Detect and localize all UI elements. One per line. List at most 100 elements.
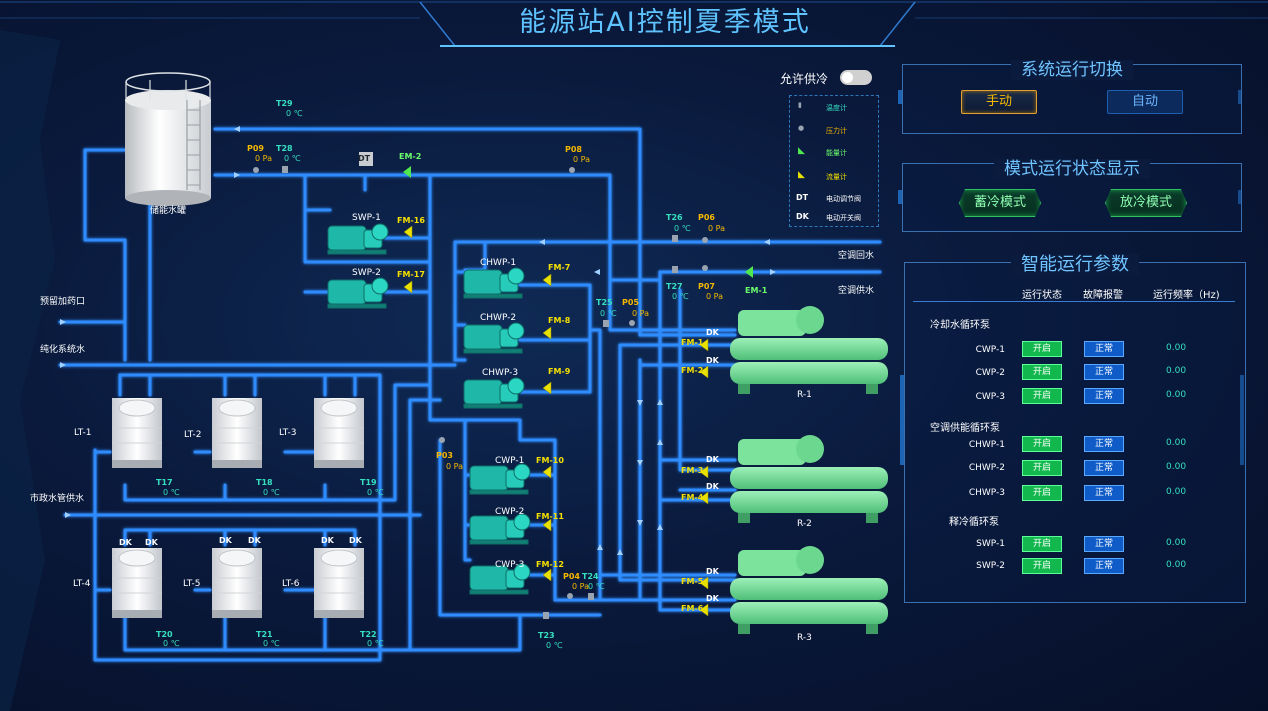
freq-value: 0.00 <box>1166 438 1187 448</box>
meter-FM-4: FM-4 <box>681 493 704 502</box>
meter-FM-9: FM-9 <box>548 367 571 376</box>
sensor-T25-value: 0 ℃ <box>600 309 617 318</box>
flow-meter-icon: ◣ <box>798 170 805 180</box>
tower-LT-1[interactable]: LT-1 <box>74 428 92 438</box>
header-divider <box>913 301 1235 302</box>
pump-SWP-2[interactable]: SWP-2 <box>352 268 381 278</box>
fault-badge: 正常 <box>1084 558 1124 574</box>
meter-FM-7: FM-7 <box>548 263 571 272</box>
sensor-T21-value: 0 ℃ <box>263 639 280 648</box>
sensor-P06-value: 0 Pa <box>708 224 725 233</box>
legend-pressure: 压力计 <box>826 127 847 135</box>
legend-flow: 流量计 <box>826 173 847 181</box>
legend-dk: 电动开关阀 <box>826 214 861 222</box>
freq-value: 0.00 <box>1166 366 1187 376</box>
tower-LT-6[interactable]: LT-6 <box>282 579 300 589</box>
storage-tank <box>125 72 211 206</box>
meter-FM-6: FM-6 <box>681 604 704 613</box>
row-name: CWP-3 <box>975 392 1005 402</box>
fault-badge: 正常 <box>1084 460 1124 476</box>
sensor-P09: P09 <box>247 144 264 153</box>
sensor-P05: P05 <box>622 298 639 307</box>
sensor-T17-value: 0 ℃ <box>163 488 180 497</box>
pump-CHWP-3[interactable]: CHWP-3 <box>482 368 519 378</box>
sensor-T24: T24 <box>582 572 599 581</box>
dk-valve: DK <box>706 328 719 337</box>
pump-SWP-1[interactable]: SWP-1 <box>352 213 381 223</box>
manual-button[interactable]: 手动 <box>961 90 1037 114</box>
pump-CWP-2[interactable]: CWP-2 <box>495 507 525 517</box>
dk-valve: DK <box>706 594 719 603</box>
sensor-P06: P06 <box>698 213 715 222</box>
sensor-P08: P08 <box>565 145 582 154</box>
meter-FM-8: FM-8 <box>548 316 571 325</box>
ac-supply-label: 空调供水 <box>838 286 875 296</box>
row-name: CWP-2 <box>975 368 1005 378</box>
pump-CWP-3[interactable]: CWP-3 <box>495 560 525 570</box>
tower-LT-3[interactable]: LT-3 <box>279 428 297 438</box>
tower-LT-5[interactable]: LT-5 <box>183 579 201 589</box>
sensor-T20: T20 <box>156 630 173 639</box>
row-name: CWP-1 <box>975 345 1005 355</box>
pump-CHWP-2[interactable]: CHWP-2 <box>480 313 517 323</box>
header-freq: 运行频率（Hz) <box>1153 290 1220 301</box>
pump-CHWP-1[interactable]: CHWP-1 <box>480 258 517 268</box>
energy-meter-icon: ◣ <box>798 146 805 156</box>
chiller-R-1[interactable]: R-1 <box>797 390 812 400</box>
sensor-T29-value: 0 ℃ <box>286 109 303 118</box>
sensor-T28-value: 0 ℃ <box>284 154 301 163</box>
freq-value: 0.00 <box>1166 560 1187 570</box>
fault-badge: 正常 <box>1084 341 1124 357</box>
sensor-T18-value: 0 ℃ <box>263 488 280 497</box>
chiller-R-3[interactable]: R-3 <box>797 633 812 643</box>
chiller-R-2[interactable]: R-2 <box>797 519 812 529</box>
allow-cooling-label: 允许供冷 <box>780 72 829 86</box>
tower-LT-2[interactable]: LT-2 <box>184 430 202 440</box>
dk-valve: DK <box>248 536 261 545</box>
sensor-P07: P07 <box>698 282 715 291</box>
sensor-T29: T29 <box>276 99 293 108</box>
pump-CWP-1[interactable]: CWP-1 <box>495 456 525 466</box>
sensor-T25: T25 <box>596 298 613 307</box>
dk-valve: DK <box>706 482 719 491</box>
auto-button[interactable]: 自动 <box>1107 90 1183 114</box>
meter-FM-1: FM-1 <box>681 338 704 347</box>
sensor-P09-value: 0 Pa <box>255 154 272 163</box>
status-badge: 开启 <box>1022 341 1062 357</box>
store-mode-button[interactable]: 蓄冷模式 <box>959 189 1041 217</box>
release-mode-button[interactable]: 放冷模式 <box>1105 189 1187 217</box>
row-name: CHWP-3 <box>968 488 1005 498</box>
meter-FM-10: FM-10 <box>536 456 564 465</box>
sensor-P04: P04 <box>563 572 580 581</box>
allow-cooling-toggle[interactable] <box>840 70 872 85</box>
sensor-T23-value: 0 ℃ <box>546 641 563 650</box>
status-badge: 开启 <box>1022 460 1062 476</box>
meter-FM-12: FM-12 <box>536 560 564 569</box>
sensor-P07-value: 0 Pa <box>706 292 723 301</box>
status-badge: 开启 <box>1022 558 1062 574</box>
sensor-T26-value: 0 ℃ <box>674 224 691 233</box>
sensor-P05-value: 0 Pa <box>632 309 649 318</box>
dk-valve: DK <box>706 356 719 365</box>
legend-dt-key: DT <box>796 193 809 202</box>
dk-valve: DK <box>706 567 719 576</box>
freq-value: 0.00 <box>1166 538 1187 548</box>
header-fault: 故障报警 <box>1083 290 1123 301</box>
sensor-T18: T18 <box>256 478 273 487</box>
fault-badge: 正常 <box>1084 364 1124 380</box>
legend-energy: 能量计 <box>826 149 847 157</box>
meter-FM-5: FM-5 <box>681 577 704 586</box>
sensor-T17: T17 <box>156 478 173 487</box>
tower-LT-4[interactable]: LT-4 <box>73 579 91 589</box>
fault-badge: 正常 <box>1084 536 1124 552</box>
freq-value: 0.00 <box>1166 390 1187 400</box>
sensor-T22: T22 <box>360 630 377 639</box>
sensor-T24-value: 0 ℃ <box>588 582 605 591</box>
meter-EM-2: EM-2 <box>399 152 422 161</box>
system-switch-panel: 系统运行切换 手动 自动 <box>902 60 1242 134</box>
dk-valve: DK <box>349 536 362 545</box>
sensor-T27-value: 0 ℃ <box>672 292 689 301</box>
fault-badge: 正常 <box>1084 388 1124 404</box>
meter-FM-3: FM-3 <box>681 466 704 475</box>
